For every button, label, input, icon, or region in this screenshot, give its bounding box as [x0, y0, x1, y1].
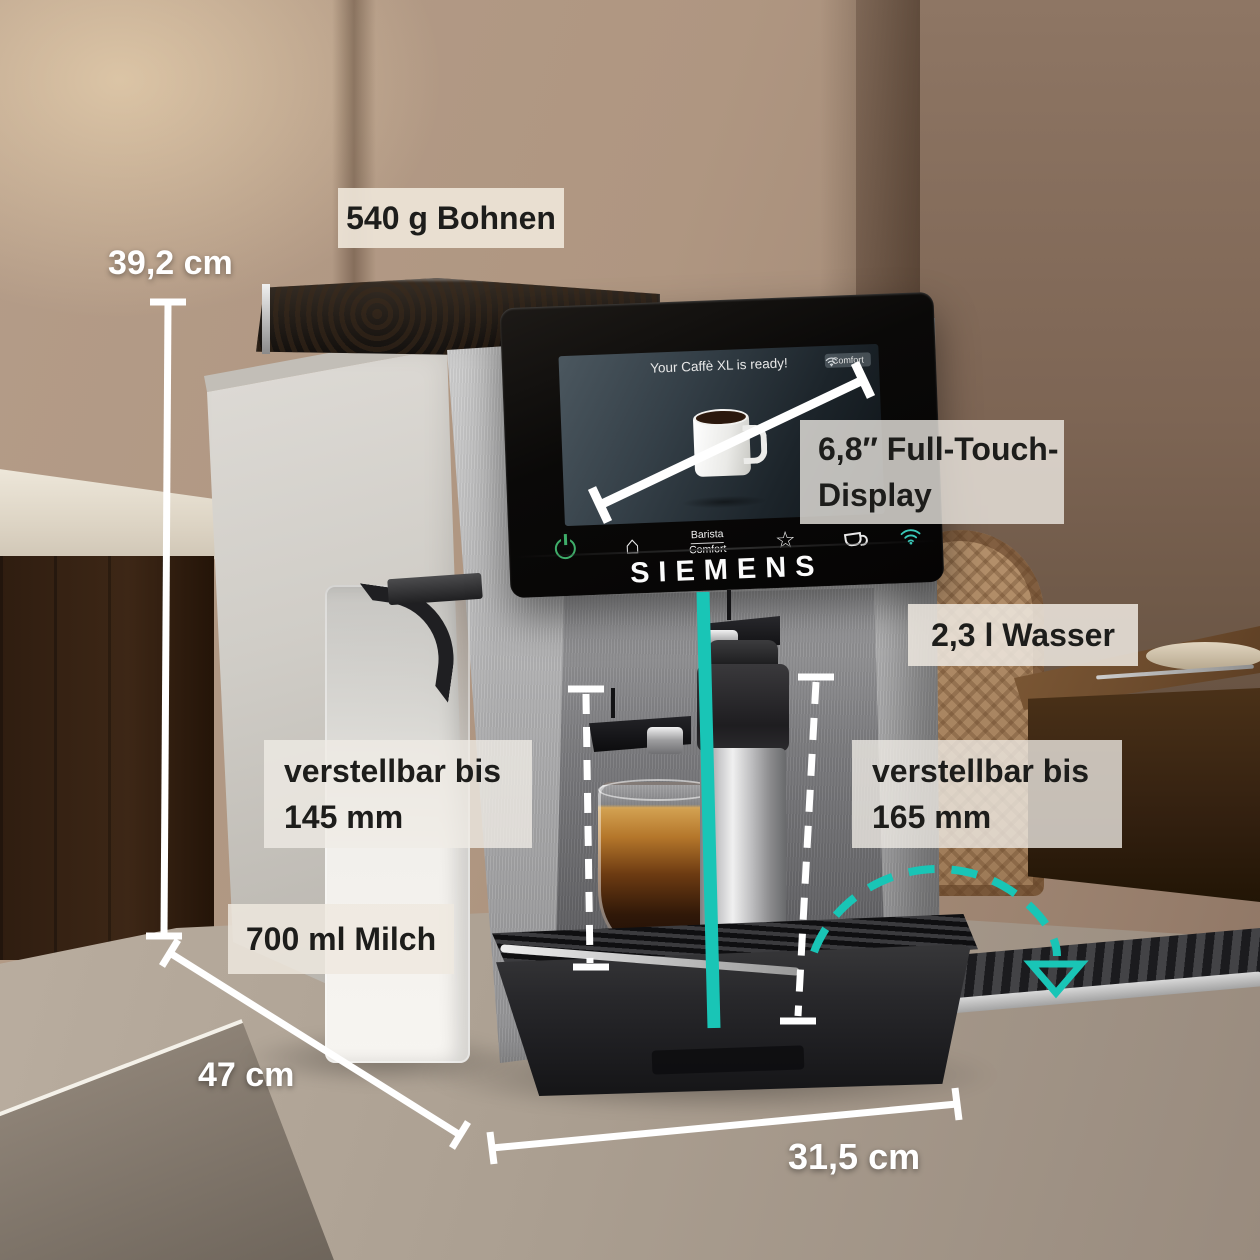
background-shelf-shadow — [332, 0, 376, 300]
espresso-glass — [598, 779, 718, 950]
width-dimension-label: 31,5 cm — [788, 1136, 921, 1177]
beans-capacity-label: 540 g Bohnen — [338, 188, 564, 248]
menu-label-line1: Barista — [690, 528, 724, 545]
adjustable-left-line2: 145 mm — [284, 799, 404, 836]
adjustable-left-line1: verstellbar bis — [284, 753, 501, 789]
left-spout-pin — [611, 688, 615, 718]
travel-mug-band — [697, 664, 789, 752]
wifi-status-icon — [825, 357, 837, 366]
wood-cabinet — [0, 556, 214, 960]
barista-comfort-menu[interactable]: Barista Comfort — [688, 528, 727, 557]
display-size-line1: 6,8″ Full-Touch- — [818, 431, 1059, 467]
display-status-badge: Comfort — [824, 352, 872, 368]
center-spout-pin — [727, 590, 731, 620]
adjustable-right-label: verstellbar bis 165 mm — [852, 740, 1122, 848]
drip-tray — [492, 914, 978, 1096]
coffee-mug-reflection — [680, 494, 768, 510]
touch-display-module: Your Caffè XL is ready! Comfort ⌂ Barist… — [499, 291, 945, 599]
bean-hopper-chrome-edge — [262, 284, 270, 354]
milk-capacity-label: 700 ml Milch — [228, 904, 454, 974]
water-capacity-label: 2,3 l Wasser — [908, 604, 1138, 666]
adjustable-right-line2: 165 mm — [872, 799, 992, 836]
coffee-mug-graphic — [692, 413, 752, 478]
height-dimension-label: 39,2 cm — [108, 244, 233, 282]
star-icon[interactable]: ☆ — [774, 525, 797, 553]
adjustable-right-line1: verstellbar bis — [872, 753, 1089, 789]
display-screen[interactable]: Your Caffè XL is ready! Comfort — [558, 343, 885, 527]
left-spout-nozzle — [647, 727, 683, 754]
depth-dimension-label: 47 cm — [198, 1056, 295, 1094]
display-size-label: 6,8″ Full-Touch- Display — [800, 420, 1064, 524]
display-size-line2: Display — [818, 477, 932, 514]
coffee-mug-body — [692, 413, 752, 478]
adjustable-left-label: verstellbar bis 145 mm — [264, 740, 532, 848]
